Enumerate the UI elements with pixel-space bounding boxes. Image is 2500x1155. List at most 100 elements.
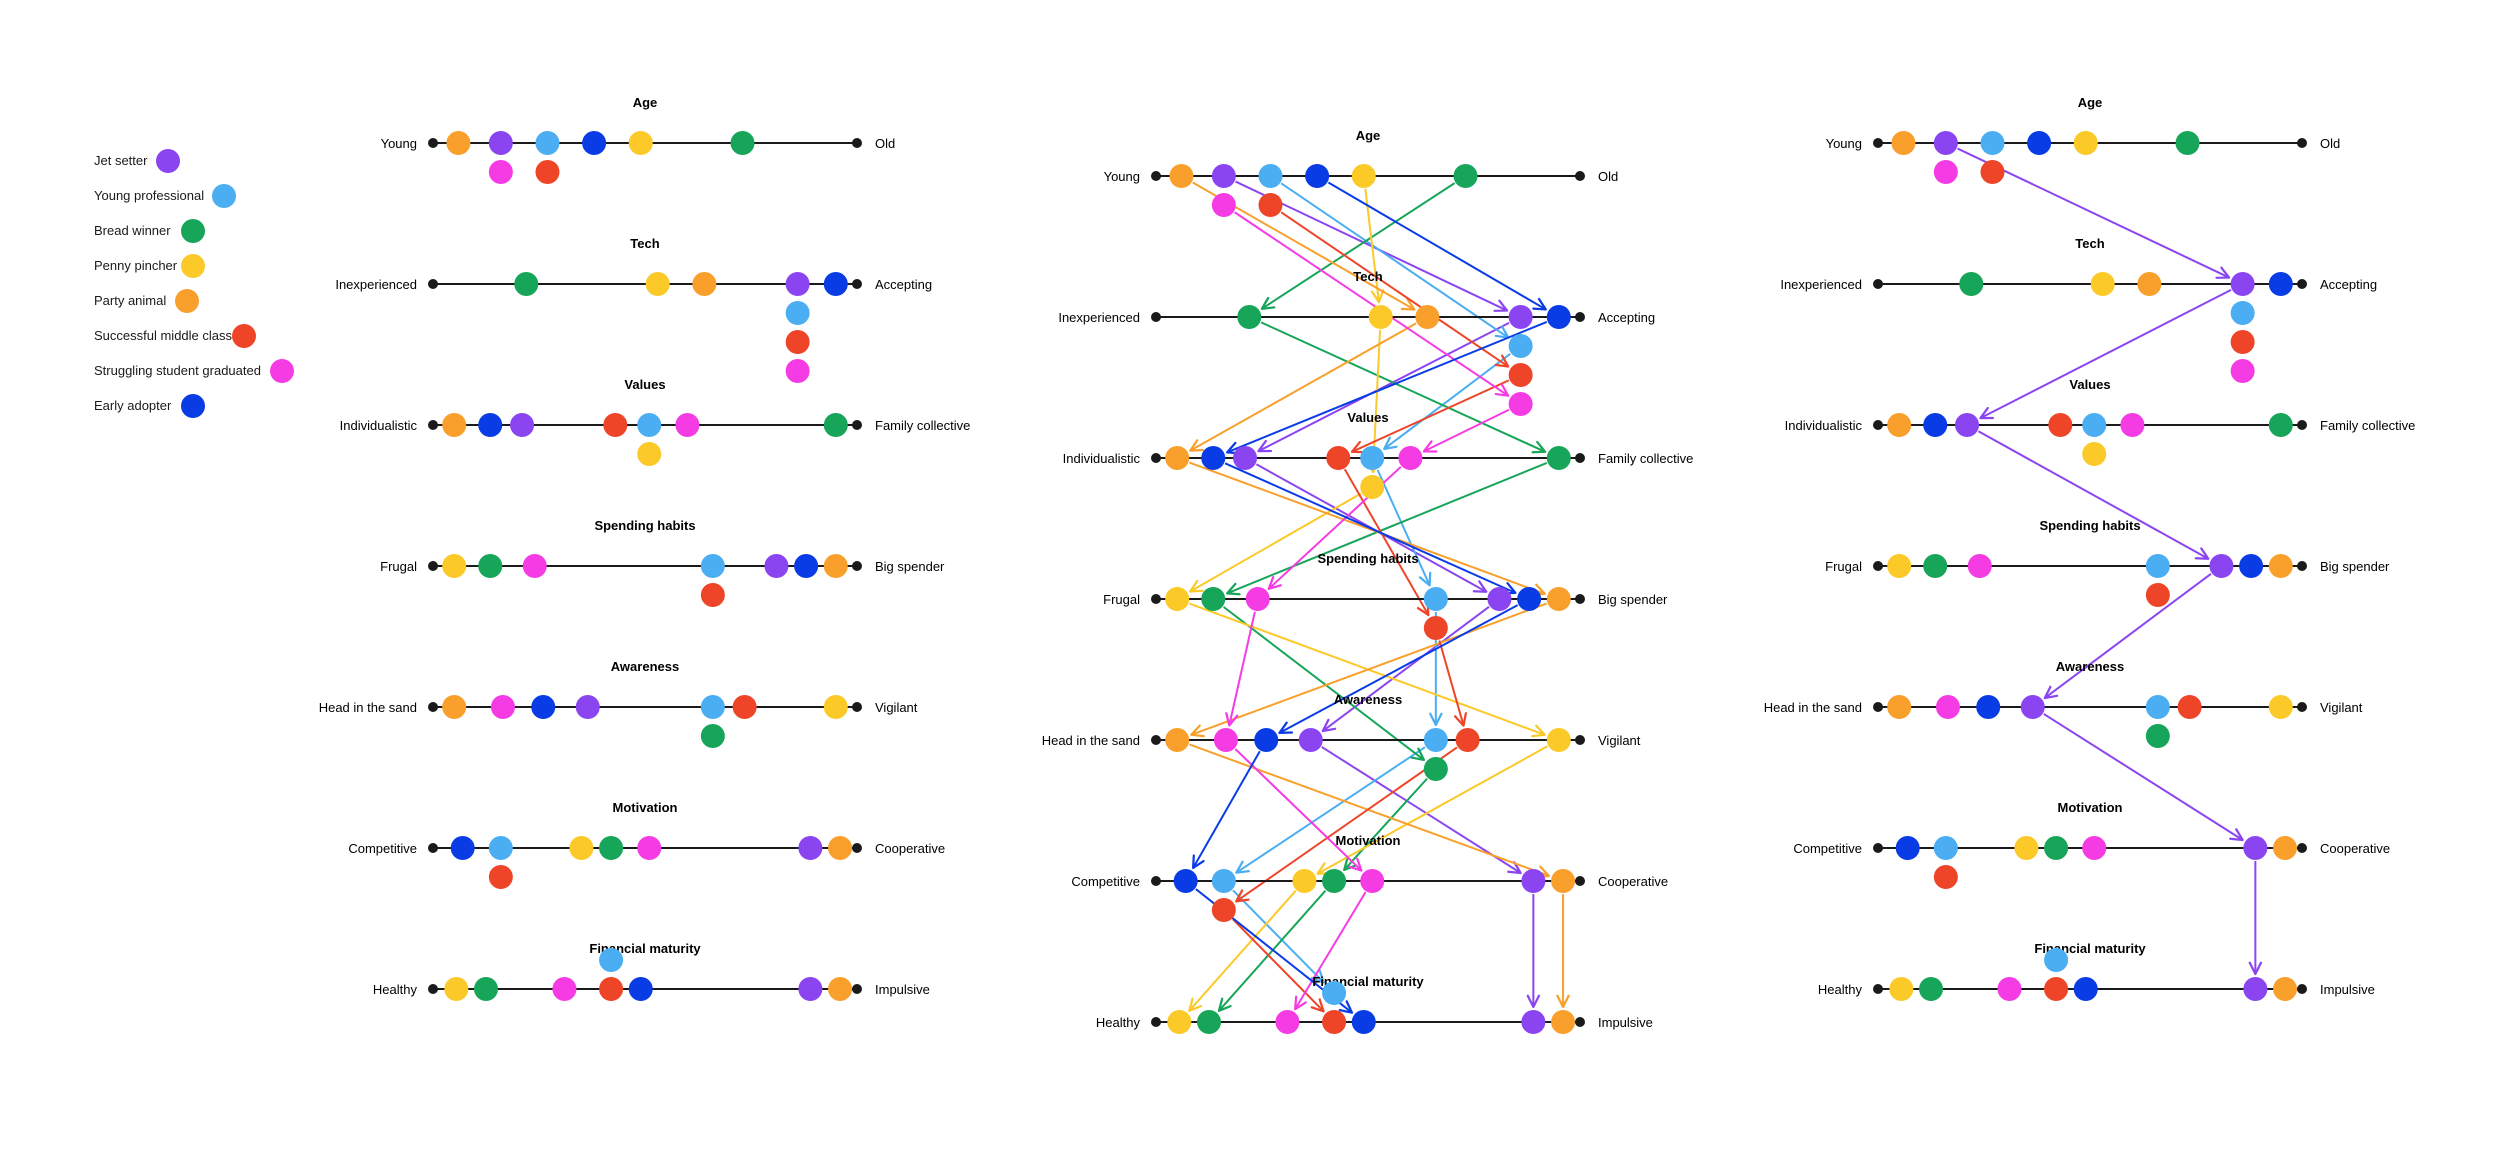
persona-dot-yp [2145,695,2170,719]
persona-dot-bw [1453,164,1478,188]
persona-dot-ssg [1245,587,1270,611]
axis-endpoint [428,279,438,289]
axis-left-label: Head in the sand [1042,733,1140,748]
persona-dot-pp [2268,695,2293,719]
persona-dot-smc [1326,446,1351,470]
journey-arrow [1226,461,1548,596]
persona-dot-ea [2027,131,2052,155]
persona-dot-ssg [1398,446,1423,470]
axis-left-label: Young [1104,169,1140,184]
persona-dot-ea [478,413,503,437]
axis-right-label: Cooperative [1598,874,1668,889]
persona-dot-ea [450,836,475,860]
persona-dot-pa [823,554,848,578]
axis-endpoint [852,138,862,148]
persona-dot-ea [1254,728,1279,752]
axis-right-label: Family collective [1598,451,1693,466]
legend-item-young-professional: Young professional [94,183,304,209]
axis-endpoint [1873,420,1883,430]
persona-dot-pp [444,977,469,1001]
persona-dot-jet [2243,977,2268,1001]
persona-dot-pa [1891,131,1916,155]
persona-dot-pp [1360,475,1385,499]
persona-dot-smc [1933,865,1958,889]
axis-endpoint [428,984,438,994]
axis-right-label: Old [2320,136,2340,151]
axis-endpoint [1151,735,1161,745]
journey-arrow [1321,746,1522,875]
axis-endpoint [428,561,438,571]
axis-endpoint [852,984,862,994]
axis-endpoint [2297,420,2307,430]
persona-dot-pa [1165,446,1190,470]
legend-label: Bread winner [94,223,171,238]
persona-dot-pp [823,695,848,719]
persona-dot-bw [2175,131,2200,155]
journey-arrow [1226,320,1548,455]
persona-dot-jet [510,413,535,437]
persona-dot-ssg [2120,413,2145,437]
persona-dot-ssg [488,160,513,184]
journey-arrow [1189,492,1362,593]
persona-dot-pp [1546,728,1571,752]
persona-dot-pp [1351,164,1376,188]
journey-arrow [1257,322,1510,453]
persona-dot-pp [1165,587,1190,611]
axis-endpoint [1873,561,1883,571]
axis-endpoint [1151,594,1161,604]
axis-endpoint [428,843,438,853]
axis-title: Values [1347,410,1388,425]
persona-dot-smc [1508,363,1533,387]
persona-dot-ssg [2082,836,2107,860]
persona-dot-yp [1933,836,1958,860]
persona-dot-jet [488,131,513,155]
persona-dot-pp [1368,305,1393,329]
axis-left-label: Healthy [1096,1015,1141,1030]
persona-dot-bw [1322,869,1347,893]
persona-dot-pa [2273,977,2298,1001]
axis-right-label: Old [1598,169,1618,184]
persona-dot-jet [1521,1010,1546,1034]
axis-endpoint [2297,138,2307,148]
axis-endpoint [1151,1017,1161,1027]
persona-dot-bw [514,272,539,296]
axis-title: Motivation [613,800,678,815]
journey-arrow [1343,777,1428,872]
axis-endpoint [428,138,438,148]
persona-dot-jet [785,272,810,296]
persona-dot-jet [798,977,823,1001]
axis-left-label: Head in the sand [319,700,417,715]
persona-dot-bw [2268,413,2293,437]
axis-left-label: Competitive [1071,874,1140,889]
journey-arrow [1234,211,1510,397]
persona-dot-pa [2273,836,2298,860]
axis-left-label: Head in the sand [1764,700,1862,715]
persona-dot-ea [531,695,556,719]
journey-arrow [1260,321,1547,454]
journey-arrow [1343,468,1430,617]
persona-dot-ea [794,554,819,578]
persona-dot-smc [2044,977,2069,1001]
persona-dot-pa [442,413,467,437]
persona-dot-ssg [675,413,700,437]
persona-dot-yp [700,554,725,578]
journey-arrow [1224,462,1517,595]
axis-endpoint [428,702,438,712]
persona-dot-ssg [1997,977,2022,1001]
axis-endpoint [428,420,438,430]
axis-right-label: Vigilant [2320,700,2363,715]
persona-dot-yp [785,301,810,325]
journey-arrow [1280,182,1510,339]
axis-endpoint [1575,735,1585,745]
persona-dot-smc [2230,330,2255,354]
persona-dot-pp [569,836,594,860]
persona-dot-pp [628,131,653,155]
axis-right-label: Cooperative [875,841,945,856]
axis-endpoint [1575,876,1585,886]
persona-dot-bw [1546,446,1571,470]
persona-dot-smc [700,583,725,607]
persona-dot-bw [1959,272,1984,296]
axis-endpoint [1873,138,1883,148]
axis-endpoint [2297,702,2307,712]
